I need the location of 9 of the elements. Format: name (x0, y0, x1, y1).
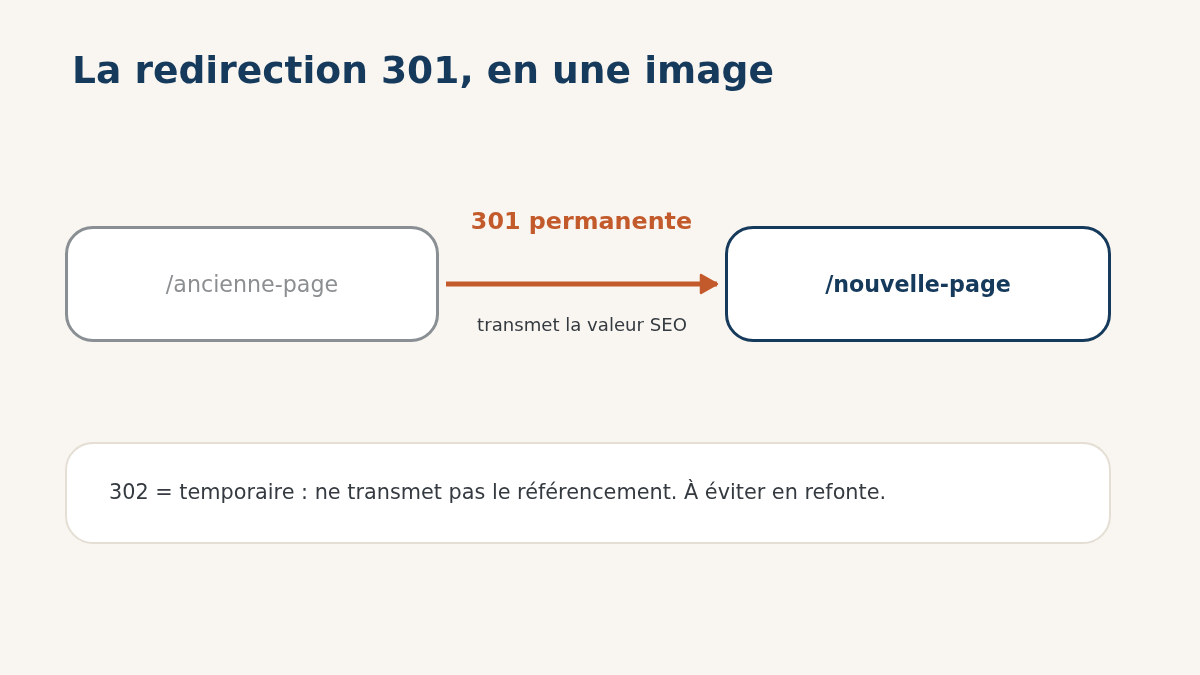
url-text: /nouvelle-page (825, 269, 1011, 299)
note-text: 302 = temporaire : ne transmet pas le référencement. À éviter en refonte. (109, 479, 887, 507)
title: La redirection 301, en une image (72, 47, 774, 93)
arrow (446, 273, 719, 295)
arrow-caption: transmet la valeur SEO (477, 313, 687, 337)
url-box (725, 226, 1111, 342)
note-box (65, 442, 1111, 544)
url-text: /ancienne-page (165, 269, 339, 299)
url-box (65, 226, 439, 342)
